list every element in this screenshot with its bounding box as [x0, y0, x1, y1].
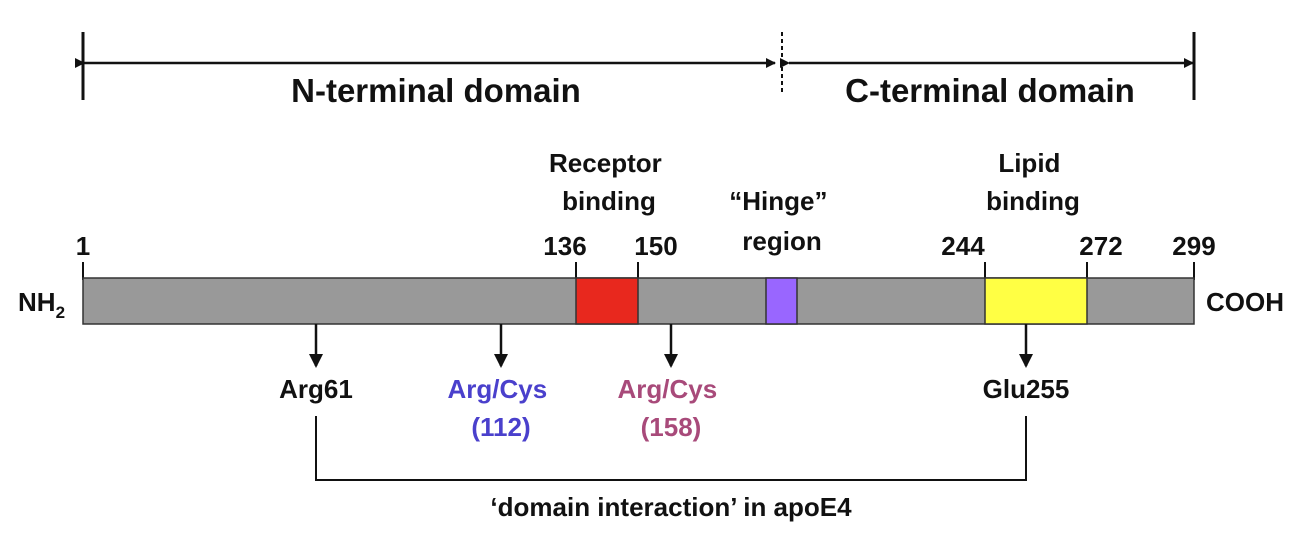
domain-interaction-label: ‘domain interaction’ in apoE4: [490, 492, 852, 522]
position-299: 299: [1172, 231, 1215, 261]
hinge-region: [765, 277, 798, 325]
arg112-label: Arg/Cys (112): [448, 374, 555, 442]
glu255-label: Glu255: [983, 374, 1070, 404]
n-terminal-label: N-terminal domain: [291, 72, 581, 109]
lipid-binding-label: Lipid binding: [986, 148, 1080, 216]
arg158-label: Arg/Cys (158): [618, 374, 725, 442]
c-terminus-label: COOH: [1206, 287, 1284, 317]
receptor-binding-region: [575, 277, 639, 325]
position-150: 150: [634, 231, 677, 261]
position-272: 272: [1079, 231, 1122, 261]
c-terminal-label: C-terminal domain: [845, 72, 1135, 109]
receptor-binding-label: Receptor binding: [549, 148, 669, 216]
position-136: 136: [543, 231, 586, 261]
arg61-label: Arg61: [279, 374, 353, 404]
domain-interaction-bracket: [315, 416, 1027, 481]
n-terminus-label: NH2: [18, 287, 65, 322]
lipid-binding-region: [984, 277, 1088, 325]
position-1: 1: [76, 231, 90, 261]
hinge-region-label: “Hinge” region: [729, 186, 834, 256]
position-244: 244: [941, 231, 985, 261]
